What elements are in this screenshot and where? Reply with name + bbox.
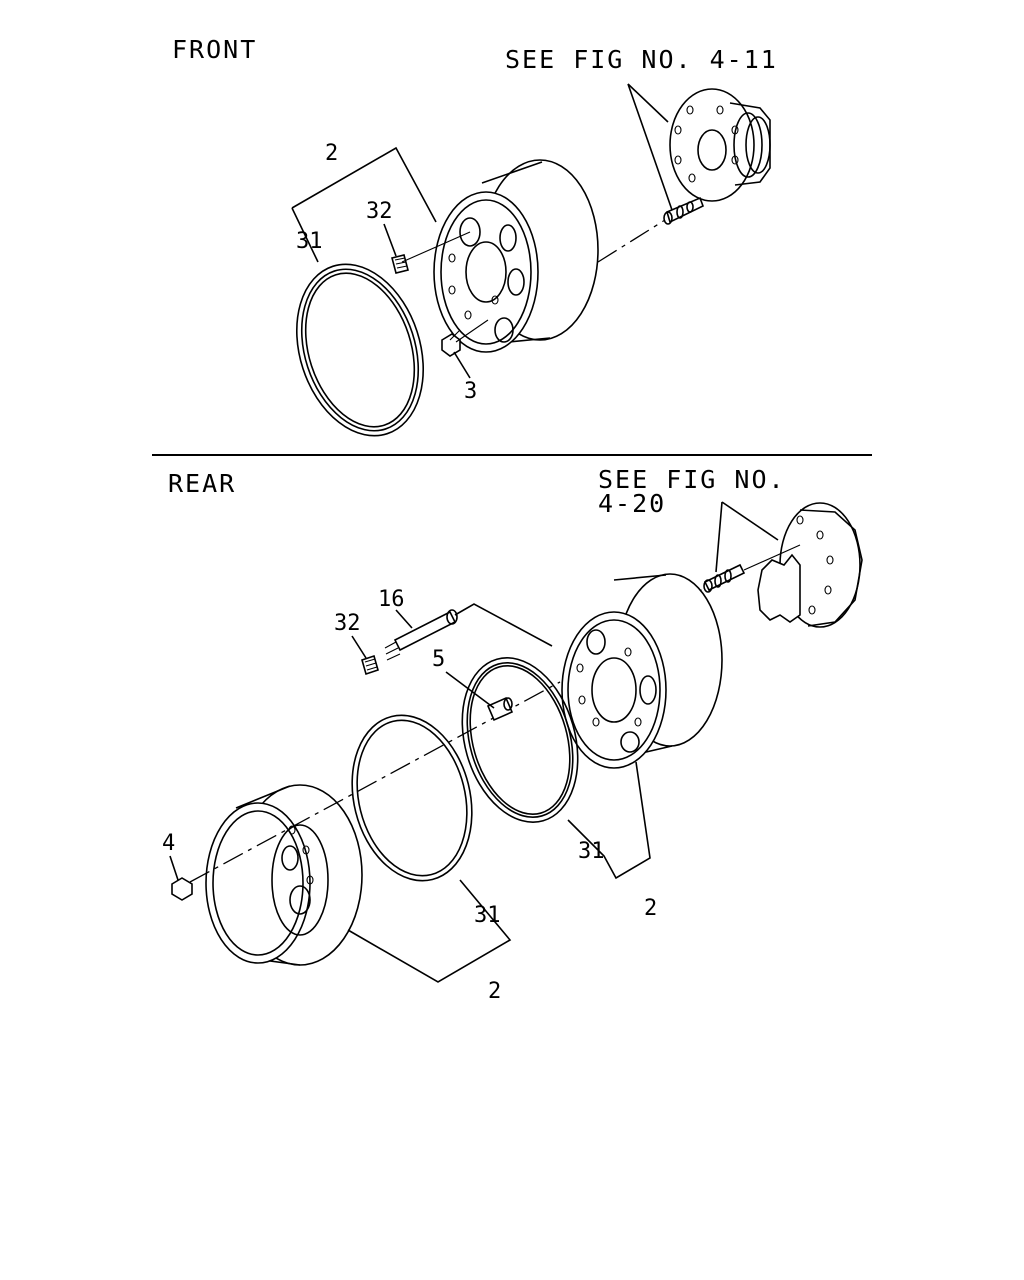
front-callout-wheel: 2 [325,141,338,166]
rear-wheel-stud [703,563,746,593]
front-section-title: FRONT [172,35,257,64]
front-nut-leader [453,351,471,379]
rear-section-title: REAR [168,469,236,498]
front-callout-nut: 3 [464,379,477,404]
rear-wheel-nut [171,877,193,901]
front-ref-leader-hub [627,83,669,123]
front-callout-ring: 31 [296,229,323,254]
rear-stud-axis [743,544,801,571]
front-wheel-stud [663,196,705,225]
rear-valve-ext-callout-leader [395,609,413,629]
front-wheel [433,159,599,353]
rear-hub [757,502,863,628]
front-see-figure-ref: SEE FIG NO. 4-11 [505,45,778,74]
rear-callout-valve: 5 [432,647,445,672]
front-axis-line [597,219,666,263]
rear-callout-nut: 4 [162,831,175,856]
front-wheel-nut [441,319,489,357]
front-bracket-wheel [291,146,437,223]
front-callout-cap: 32 [366,199,393,224]
rear-callout-wheel-outer: 2 [488,979,501,1004]
rear-nut-leader [169,855,179,881]
rear-callout-valve-ext: 16 [378,587,405,612]
rear-ref-leader-hub [721,501,779,541]
front-cap-leader [383,223,397,257]
rear-bracket-outer [347,879,512,983]
front-valve-cap [391,254,409,274]
rear-outer-wheel [205,784,363,966]
rear-bracket-inner [567,761,651,880]
rear-valve-leader [445,671,495,709]
rear-inner-ring [461,657,579,823]
front-bracket-wheel-leg [291,207,319,263]
rear-ref-leader-stud [715,501,723,573]
front-cap-axis [401,231,471,263]
front-ref-leader-stud [627,83,673,211]
front-flange-ring [295,263,425,437]
rear-valve-ext-leader [454,603,553,647]
rear-valve-extension [384,609,458,661]
rear-valve [486,696,514,722]
rear-callout-wheel-inner: 2 [644,896,657,921]
rear-outer-ring [351,714,473,882]
front-hub [669,88,771,202]
rear-callout-cap: 32 [334,611,361,636]
rear-see-figure-ref-line1: SEE FIG NO. [598,465,786,494]
rear-valve-cap [361,654,379,676]
rear-inner-wheel [561,573,723,769]
rear-cap-leader [351,635,367,659]
rear-see-figure-ref-line2: 4-20 [598,489,666,518]
